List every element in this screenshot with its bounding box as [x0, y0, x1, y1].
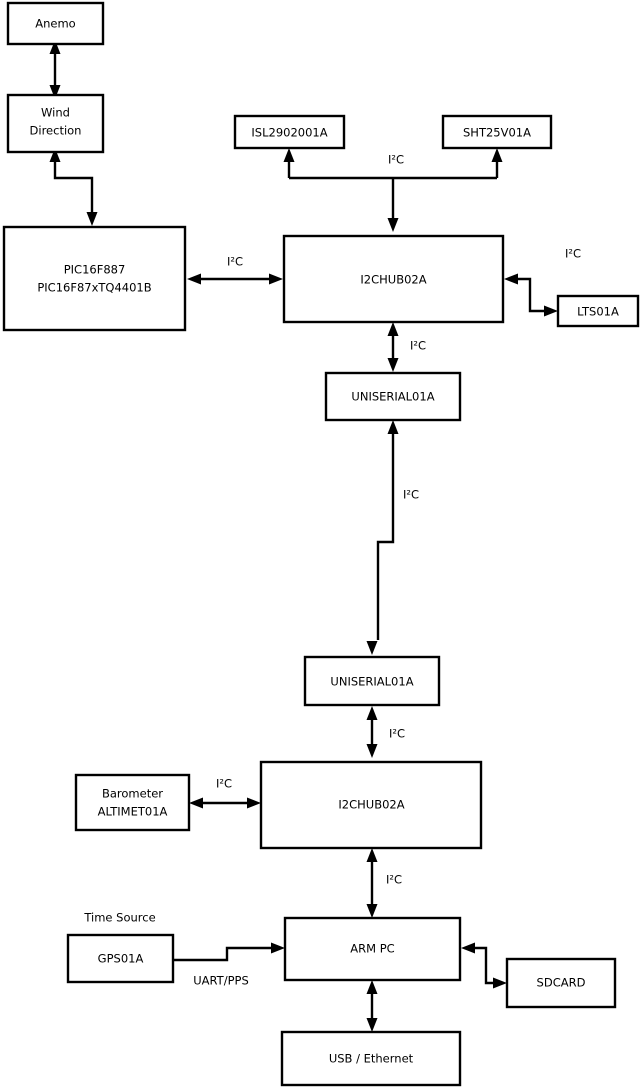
arrow-head-up: [283, 148, 295, 162]
node-label-armpc: ARM PC: [350, 942, 394, 956]
edge-label-i2c-lts: I²C: [565, 247, 581, 261]
edge-hub-bottom-armpc: [366, 848, 378, 918]
edge-label-uart-pps: UART/PPS: [193, 974, 249, 988]
edge-hub-top-sensors: [283, 148, 503, 232]
arrow-head-right: [271, 942, 285, 954]
node-label-i2chub02a-top: I2CHUB02A: [360, 273, 426, 287]
arrow-head-right: [247, 797, 261, 809]
arrow-head-right: [493, 977, 507, 989]
node-sht25v01a[interactable]: SHT25V01A: [441, 114, 553, 150]
arrow-head-up: [49, 40, 61, 54]
arrow-head-up: [49, 148, 61, 162]
node-anemo[interactable]: Anemo: [6, 1, 105, 46]
label-time-source: Time Source: [83, 911, 155, 925]
arrow-head-down: [49, 85, 61, 99]
node-uniserial01a-top[interactable]: UNISERIAL01A: [324, 371, 462, 422]
node-pic[interactable]: PIC16F887 PIC16F87xTQ4401B: [2, 225, 187, 332]
node-label-anemo: Anemo: [35, 17, 75, 31]
arrow-head-down: [366, 744, 378, 758]
edge-label-i2c-uni-uni: I²C: [403, 488, 419, 502]
node-label-barometer-line2: ALTIMET01A: [98, 805, 168, 819]
arrow-head-down: [366, 904, 378, 918]
edge-label-i2c-hub2-arm: I²C: [386, 873, 402, 887]
node-label-wind-direction-line1: Wind: [41, 106, 70, 120]
node-label-gps01a: GPS01A: [98, 952, 144, 966]
node-uniserial01a-bottom[interactable]: UNISERIAL01A: [303, 655, 441, 707]
node-label-uniserial01a-bottom: UNISERIAL01A: [330, 675, 413, 689]
arrow-head-up: [366, 706, 378, 720]
node-label-pic-line1: PIC16F887: [64, 263, 126, 277]
edge-hub-top-lts: [504, 273, 558, 317]
edge-pic-wind-direction: [49, 148, 98, 226]
arrow-head-down: [387, 358, 399, 372]
edge-anemo-wind-direction: [49, 40, 61, 99]
node-label-pic-line2: PIC16F87xTQ4401B: [37, 281, 151, 295]
edge-label-i2c-uni-hub2: I²C: [389, 727, 405, 741]
node-barometer[interactable]: Barometer ALTIMET01A: [74, 773, 191, 832]
edge-label-i2c-pic-hub: I²C: [227, 255, 243, 269]
edge-label-i2c-sensors-top: I²C: [388, 153, 404, 167]
edge-armpc-usb-ethernet: [366, 980, 378, 1032]
edge-uniserial-bottom-hub-bottom: [366, 706, 378, 758]
arrow-head-down: [86, 212, 98, 226]
node-gps01a[interactable]: GPS01A: [66, 933, 175, 984]
edge-label-i2c-baro: I²C: [216, 777, 232, 791]
node-label-isl2902001a: ISL2902001A: [251, 126, 327, 140]
node-isl2902001a[interactable]: ISL2902001A: [233, 114, 346, 150]
node-i2chub02a-top[interactable]: I2CHUB02A: [282, 234, 505, 324]
node-lts01a[interactable]: LTS01A: [556, 294, 640, 328]
node-i2chub02a-bottom[interactable]: I2CHUB02A: [259, 760, 483, 850]
edge-armpc-sdcard: [461, 942, 507, 989]
arrow-head-down: [366, 641, 378, 655]
edge-uniserial-top-uniserial-bottom: [366, 420, 399, 655]
arrow-head-right: [269, 273, 283, 285]
edge-pic-hub-top: [187, 273, 283, 285]
node-armpc[interactable]: ARM PC: [283, 916, 462, 982]
node-label-usb-ethernet: USB / Ethernet: [329, 1052, 414, 1066]
edge-barometer-hub-bottom: [189, 797, 261, 809]
arrow-head-up: [491, 148, 503, 162]
arrow-head-left: [504, 273, 518, 285]
arrow-head-left: [461, 942, 475, 954]
arrow-head-right: [544, 305, 558, 317]
arrow-head-up: [366, 848, 378, 862]
node-label-sdcard: SDCARD: [537, 976, 586, 990]
node-label-i2chub02a-bottom: I2CHUB02A: [338, 798, 404, 812]
node-label-lts01a: LTS01A: [577, 305, 619, 319]
node-label-barometer-line1: Barometer: [102, 787, 163, 801]
node-sdcard[interactable]: SDCARD: [505, 957, 617, 1009]
node-wind-direction[interactable]: Wind Direction: [6, 93, 105, 154]
edge-label-i2c-hub-uni: I²C: [410, 339, 426, 353]
arrow-head-left: [189, 797, 203, 809]
arrow-head-up: [366, 980, 378, 994]
arrow-head-up: [387, 322, 399, 336]
arrow-head-down: [366, 1018, 378, 1032]
node-label-sht25v01a: SHT25V01A: [463, 126, 531, 140]
edge-gps-armpc: [172, 942, 285, 962]
node-label-uniserial01a-top: UNISERIAL01A: [351, 390, 434, 404]
node-label-wind-direction-line2: Direction: [30, 124, 82, 138]
arrow-head-up: [387, 420, 399, 434]
edge-hub-top-uniserial-top: [387, 322, 399, 372]
arrow-head-left: [187, 273, 201, 285]
node-usb-ethernet[interactable]: USB / Ethernet: [280, 1030, 462, 1087]
arrow-head-down: [387, 218, 399, 232]
